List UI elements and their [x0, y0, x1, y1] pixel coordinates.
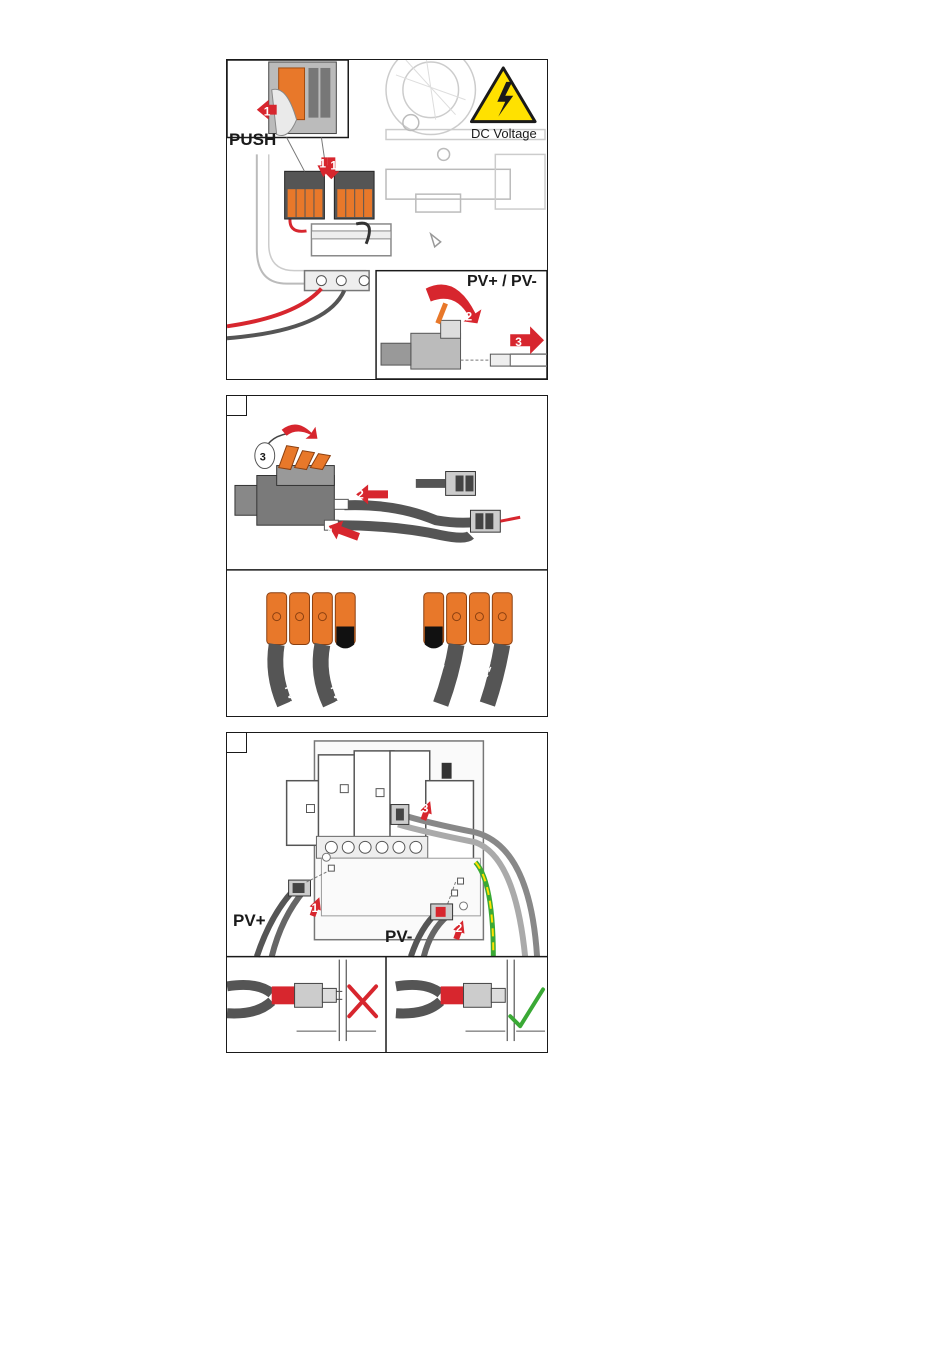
step-3-callout-2: 2: [456, 921, 463, 935]
step-2-callout-3: 3: [260, 452, 266, 464]
left-terminal-group: [267, 593, 355, 704]
step-1-callout-3: 3: [515, 335, 522, 349]
step-3-callout-3: 3: [422, 802, 429, 816]
step-3-illustration: 1 2 3: [227, 733, 547, 1052]
step-2-panel: 3 2 1 PV1+ PV2: [226, 395, 548, 717]
step-1-callout-1b: 1: [319, 156, 326, 170]
step-1-panel: 1 1 1 2 3 PUSH DC Voltage PV+ / PV-: [226, 59, 548, 380]
correct-insertion-example: [396, 960, 545, 1041]
pv-minus-label: PV-: [385, 927, 412, 947]
step-1-callout-1c: 1: [330, 158, 337, 172]
wrong-insertion-example: [227, 960, 376, 1041]
step-1-illustration: 1 1 1 2 3: [227, 60, 547, 379]
push-label: PUSH: [229, 130, 276, 150]
step-1-callout-1a: 1: [264, 105, 271, 119]
step-2-callout-1: 1: [327, 526, 334, 540]
pv-plus-label: PV+: [233, 911, 266, 931]
right-terminal-group: [424, 593, 512, 704]
step-2-illustration: 3 2 1 PV1+ PV2: [227, 396, 547, 716]
step-3-panel: 1 2 3: [226, 732, 548, 1053]
step-1-callout-2: 2: [466, 309, 473, 323]
wrong-cross-icon: [349, 986, 376, 1016]
step-2-callout-2: 2: [357, 487, 364, 501]
step-3-callout-1: 1: [311, 901, 318, 915]
correct-check-icon: [510, 989, 543, 1026]
dc-voltage-label: DC Voltage: [471, 126, 537, 141]
pv-plus-minus-label: PV+ / PV-: [467, 273, 537, 291]
